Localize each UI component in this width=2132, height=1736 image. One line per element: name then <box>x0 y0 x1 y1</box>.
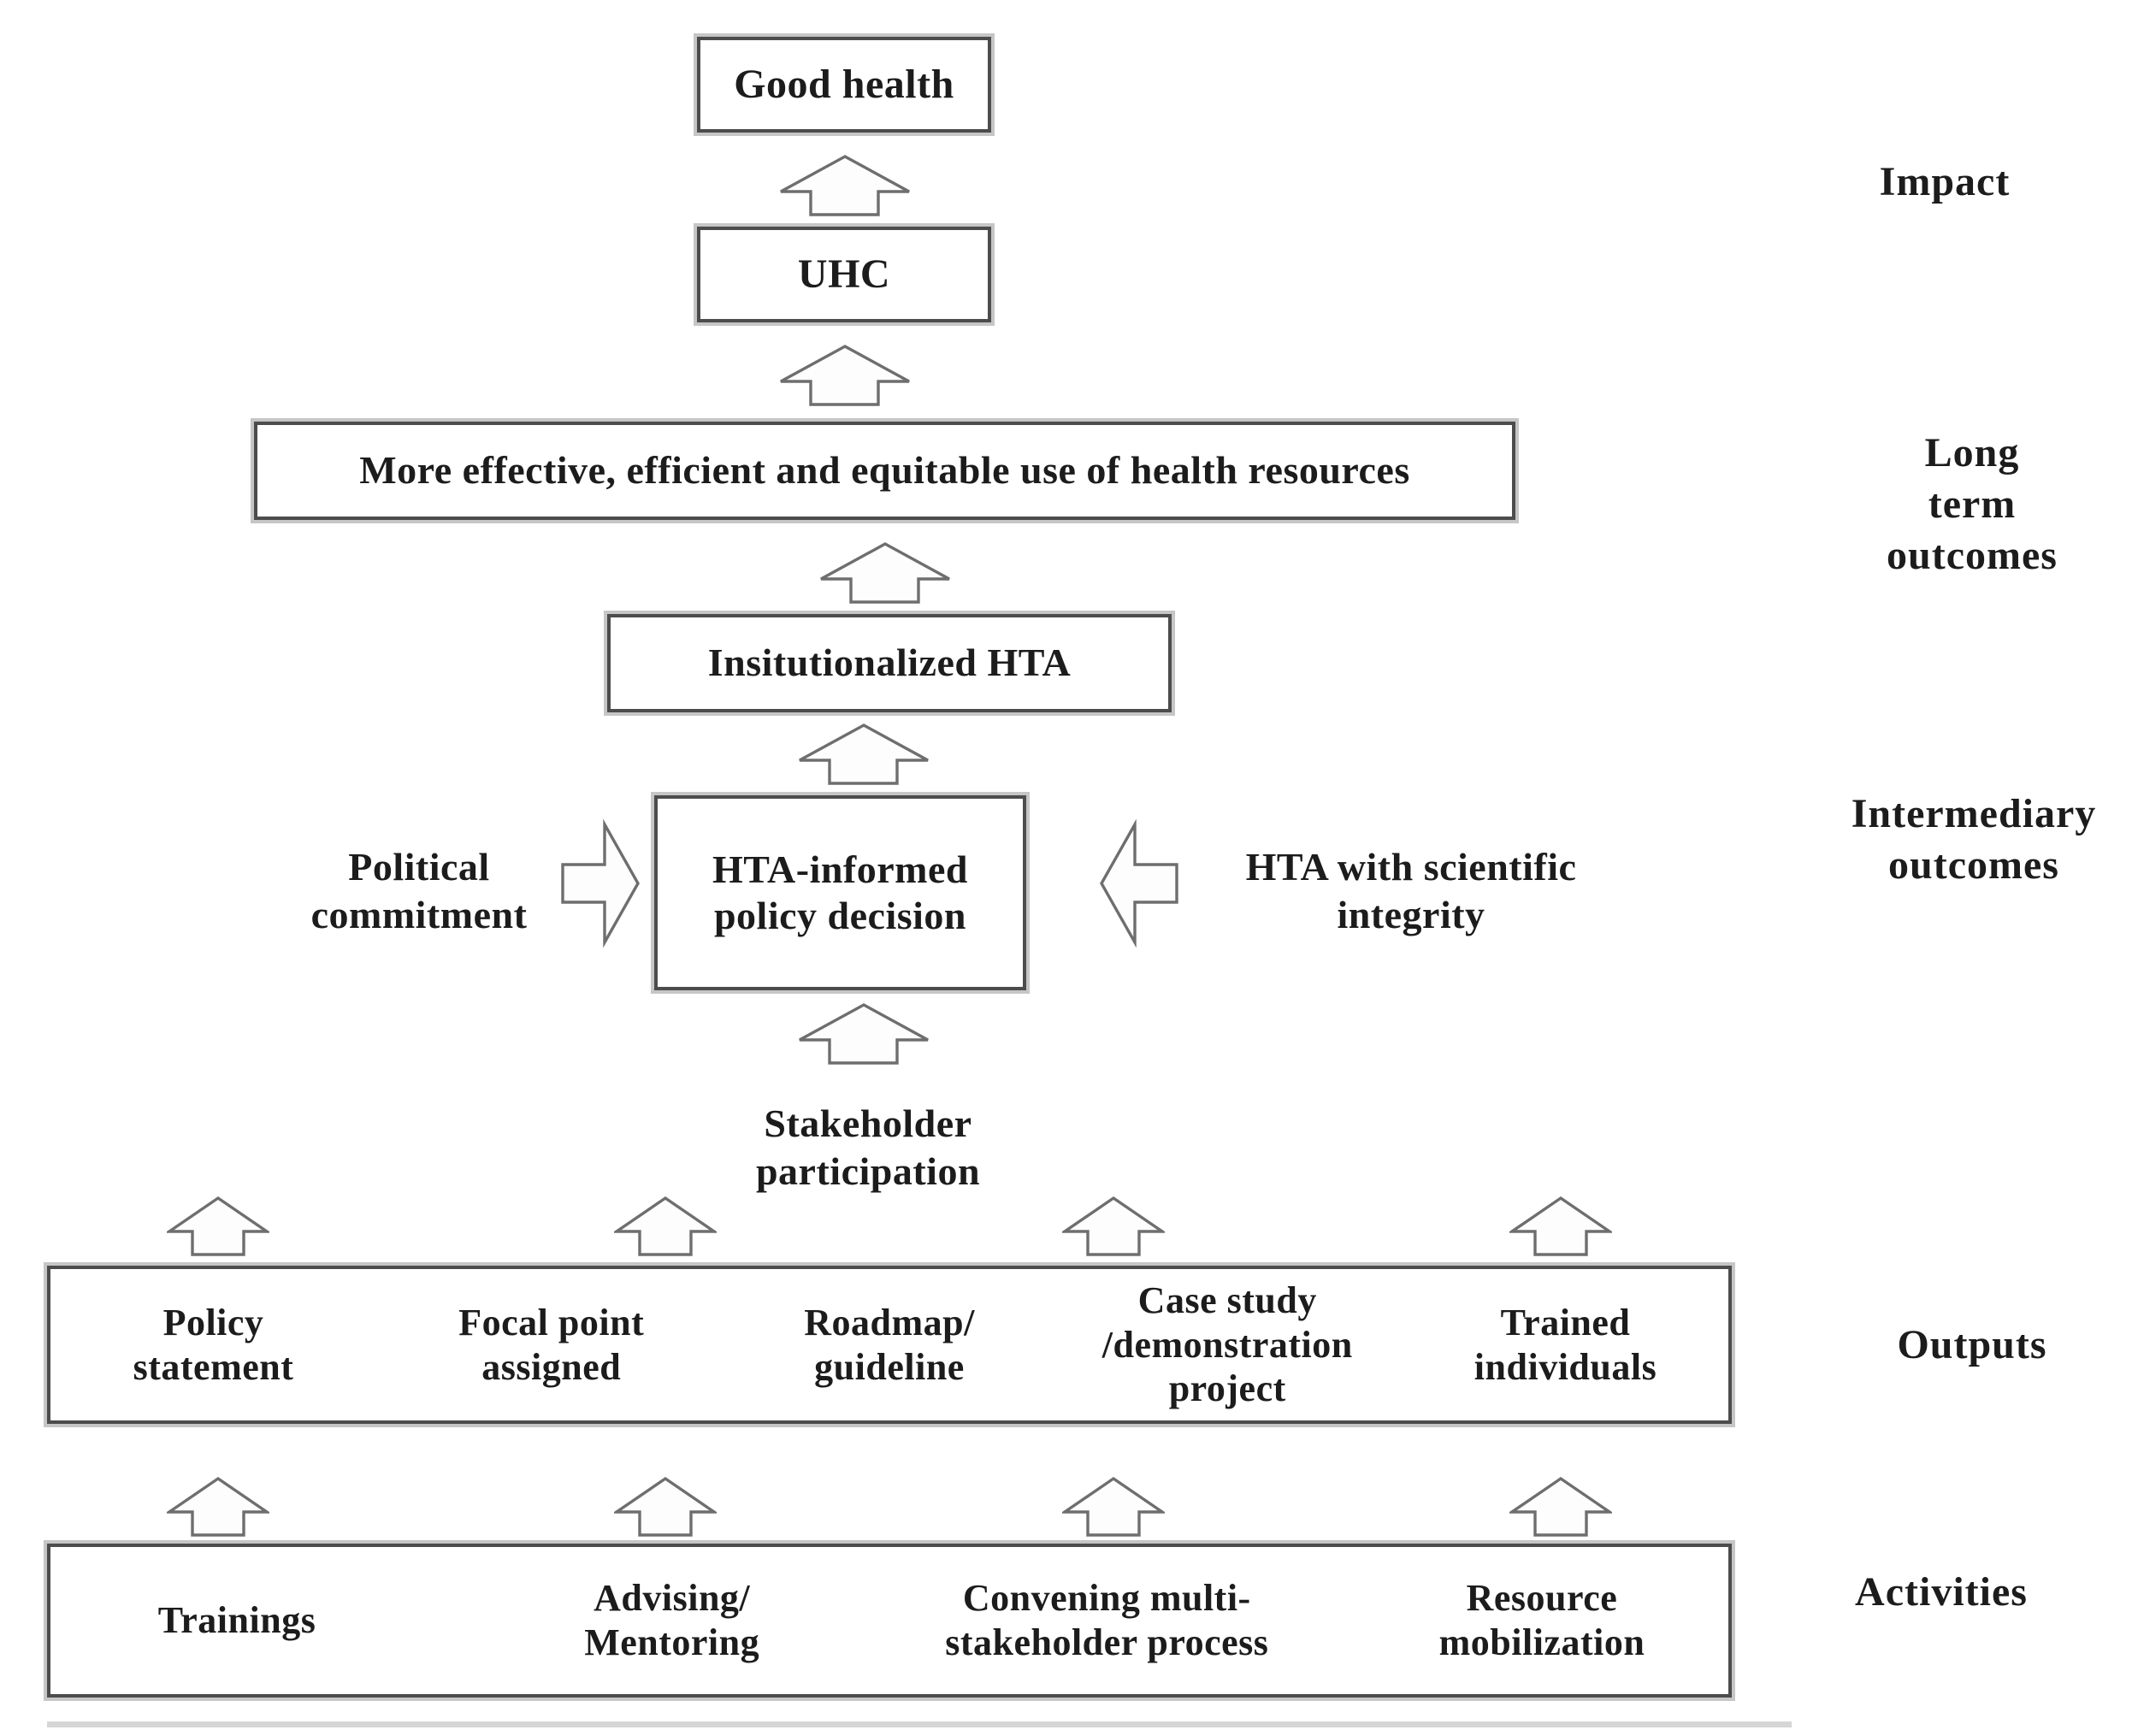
activities-arrow-row <box>47 1476 1732 1538</box>
effective-use-box: More effective, efficient and equitable … <box>254 422 1515 520</box>
hta-informed-policy-label: HTA-informed policy decision <box>712 847 968 937</box>
stage-label-impact: Impact <box>1879 159 2011 204</box>
outputs-box: Policy statement Focal point assigned Ro… <box>47 1266 1732 1424</box>
activity-item-trainings: Trainings <box>157 1599 316 1642</box>
activity-item-convening: Convening multi- stakeholder process <box>945 1577 1269 1663</box>
up-arrow-icon <box>614 1196 718 1256</box>
right-arrow-icon <box>561 819 640 948</box>
stage-label-activities: Activities <box>1855 1569 2028 1615</box>
output-item-case-study: Case study /demonstration project <box>1101 1278 1353 1410</box>
up-arrow-icon <box>1061 1196 1165 1256</box>
outputs-items: Policy statement Focal point assigned Ro… <box>50 1269 1728 1420</box>
up-arrow-icon <box>799 1003 929 1065</box>
activities-items: Trainings Advising/ Mentoring Convening … <box>50 1547 1728 1694</box>
stakeholder-participation-label: Stakeholder participation <box>755 1101 981 1193</box>
output-item-focal-point: Focal point assigned <box>458 1301 645 1388</box>
stage-label-long-term-outcomes: Long term outcomes <box>1887 430 2058 578</box>
political-commitment-label: Political commitment <box>310 844 528 936</box>
uhc-label: UHC <box>797 251 891 297</box>
good-health-box: Good health <box>697 37 991 133</box>
stage-label-intermediary-outcomes: Intermediary outcomes <box>1851 791 2097 888</box>
up-arrow-icon <box>167 1196 269 1256</box>
up-arrow-icon <box>1509 1196 1612 1256</box>
activities-box: Trainings Advising/ Mentoring Convening … <box>47 1544 1732 1698</box>
activity-item-advising-mentoring: Advising/ Mentoring <box>584 1577 760 1663</box>
output-item-roadmap-guideline: Roadmap/ guideline <box>804 1301 975 1388</box>
institutionalized-hta-label: Insitutionalized HTA <box>707 641 1072 685</box>
output-item-trained-individuals: Trained individuals <box>1474 1301 1657 1388</box>
up-arrow-icon <box>1509 1476 1612 1537</box>
up-arrow-icon <box>820 542 950 604</box>
up-arrow-icon <box>780 155 910 216</box>
up-arrow-icon <box>167 1476 269 1537</box>
effective-use-label: More effective, efficient and equitable … <box>359 448 1410 493</box>
up-arrow-icon <box>799 723 929 785</box>
hta-informed-policy-box: HTA-informed policy decision <box>654 795 1026 990</box>
institutionalized-hta-box: Insitutionalized HTA <box>607 614 1172 712</box>
output-item-policy-statement: Policy statement <box>133 1301 294 1388</box>
stage-label-outputs: Outputs <box>1897 1322 2047 1367</box>
outputs-arrow-row <box>47 1194 1732 1257</box>
up-arrow-icon <box>614 1476 718 1537</box>
figure-bottom-edge <box>47 1721 1792 1727</box>
scientific-integrity-label: HTA with scientific integrity <box>1245 844 1577 936</box>
activity-item-resource-mobilization: Resource mobilization <box>1438 1577 1645 1663</box>
left-arrow-icon <box>1100 819 1178 948</box>
up-arrow-icon <box>1061 1476 1165 1537</box>
up-arrow-icon <box>780 345 910 406</box>
good-health-label: Good health <box>734 61 954 107</box>
uhc-box: UHC <box>697 227 991 322</box>
